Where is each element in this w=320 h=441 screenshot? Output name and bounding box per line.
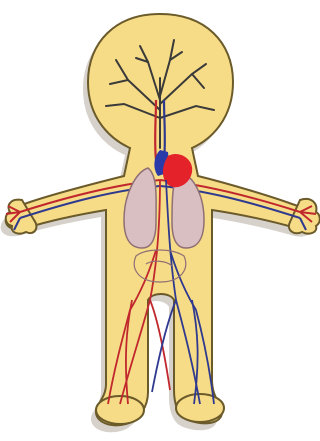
left-foot: [96, 396, 144, 424]
body-silhouette: [6, 14, 317, 425]
right-foot: [176, 394, 224, 422]
